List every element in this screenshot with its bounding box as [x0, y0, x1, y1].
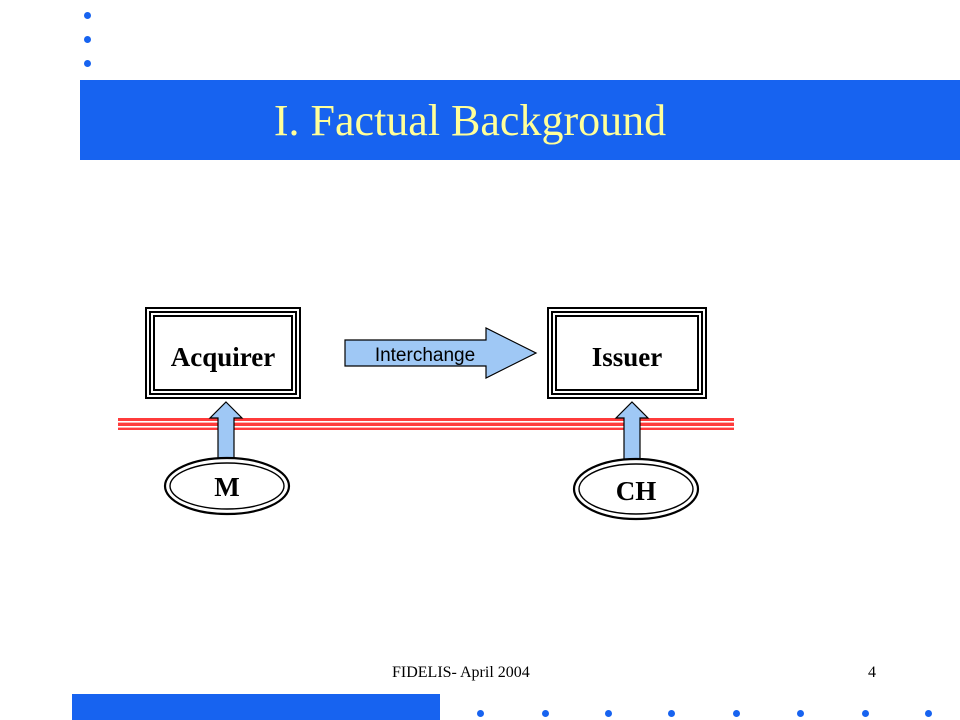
bullet-dot-bottom-6: [797, 710, 804, 717]
issuer-label: Issuer: [592, 342, 663, 372]
issuer-node: Issuer: [547, 307, 707, 399]
footer-bar: [72, 694, 440, 720]
bullet-dot-bottom-5: [733, 710, 740, 717]
bullet-dot-bottom-2: [542, 710, 549, 717]
interchange-label: Interchange: [375, 345, 475, 366]
separator-line: [118, 418, 734, 430]
merchant-node: M: [163, 456, 291, 516]
bullet-dot-bottom-8: [925, 710, 932, 717]
bullet-dot-bottom-7: [862, 710, 869, 717]
acquirer-node: Acquirer: [145, 307, 301, 399]
title-bar: [80, 80, 960, 160]
acquirer-label: Acquirer: [171, 342, 275, 372]
slide-title: I. Factual Background: [273, 95, 667, 145]
footer-text: FIDELIS- April 2004: [392, 664, 530, 681]
bullet-dot-bottom-1: [477, 710, 484, 717]
cardholder-to-issuer-arrow: [614, 401, 650, 461]
cardholder-label: CH: [616, 476, 657, 506]
interchange-edge: Interchange: [344, 327, 538, 379]
page-number: 4: [868, 664, 876, 681]
bullet-dot-top-1: [84, 12, 91, 19]
cardholder-node: CH: [572, 457, 700, 521]
bullet-dot-top-2: [84, 36, 91, 43]
bullet-dot-bottom-3: [605, 710, 612, 717]
merchant-to-acquirer-arrow: [208, 401, 244, 461]
bullet-dot-top-3: [84, 60, 91, 67]
bullet-dot-bottom-4: [668, 710, 675, 717]
merchant-label: M: [214, 472, 239, 502]
